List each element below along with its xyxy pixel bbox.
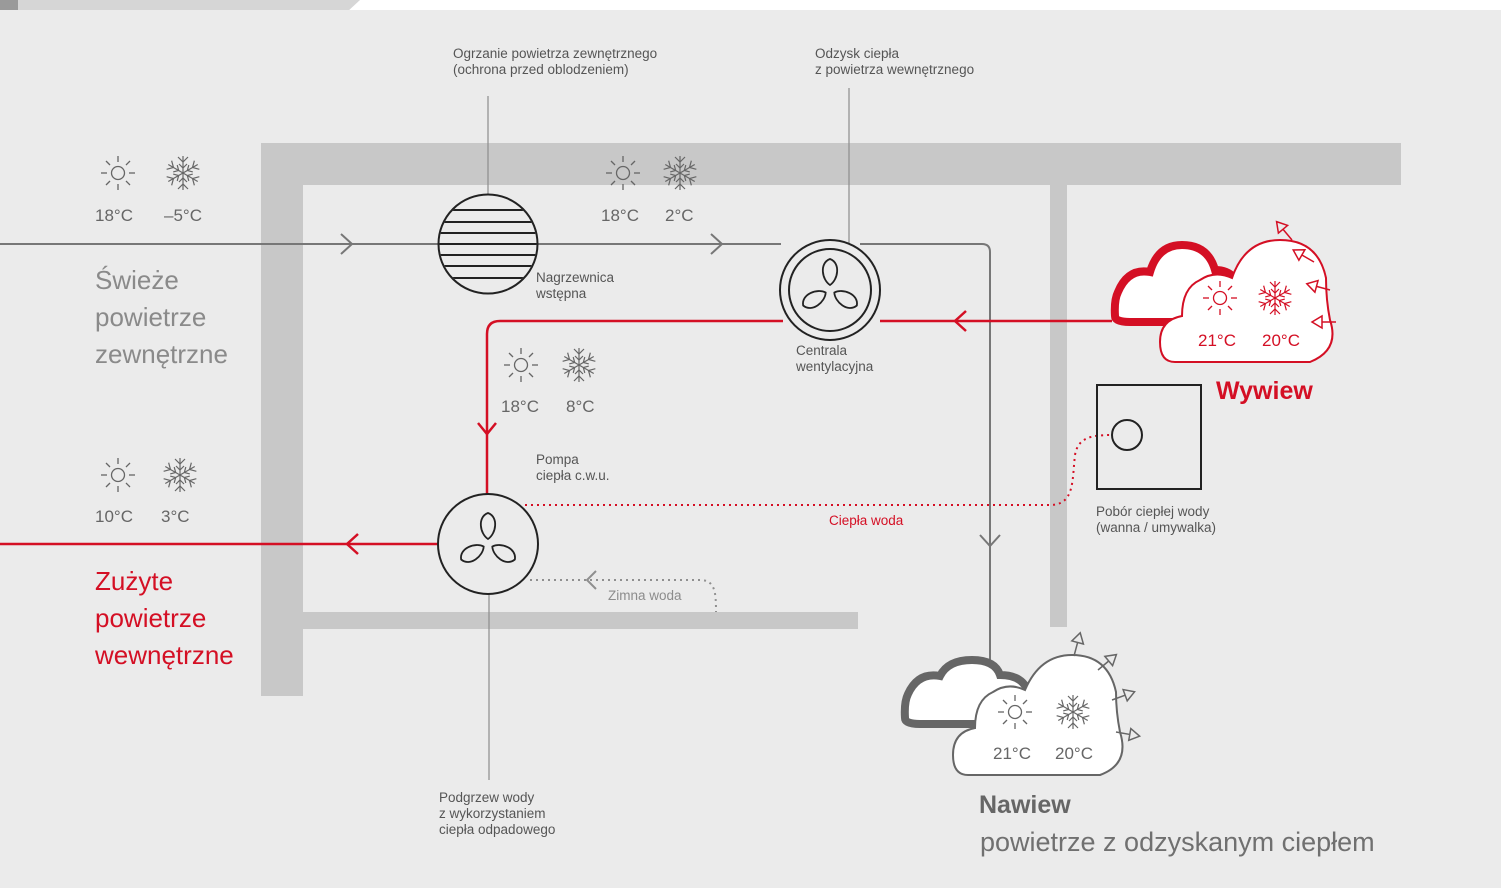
building-walls — [261, 143, 1401, 696]
temp-preheater-summer: 18°C — [601, 206, 639, 225]
sun-icon — [503, 347, 539, 383]
label-wywiew: Wywiew — [1216, 377, 1313, 405]
temp-supply-summer: 21°C — [993, 744, 1031, 763]
temp-preheater-winter: 2°C — [665, 206, 694, 225]
fresh-air-line — [0, 233, 781, 255]
label-nagrzewnica: Nagrzewnica wstępna — [536, 270, 615, 302]
label-zuzyte-powietrze: Zużyte powietrze wewnętrzne — [95, 566, 234, 670]
label-ciepla-woda: Ciepła woda — [829, 513, 904, 528]
label-swieze-powietrze: Świeże powietrze zewnętrzne — [95, 265, 228, 369]
supply-cloud-icon — [900, 653, 1124, 776]
heat-pump-fan-icon — [437, 493, 539, 595]
supply-air-line — [860, 243, 1001, 662]
top-band — [0, 0, 1501, 10]
extract-air-line — [0, 310, 1112, 555]
cold-water-line — [530, 570, 717, 613]
temp-outdoor-winter: –5°C — [164, 206, 202, 225]
temp-recovery-summer: 18°C — [501, 397, 539, 416]
label-zimna-woda: Zimna woda — [608, 588, 682, 603]
top-tab-marker — [0, 0, 18, 10]
extract-cloud-icon — [1110, 238, 1334, 363]
temp-recovery-winter: 8°C — [566, 397, 595, 416]
water-outlet-icon — [1096, 384, 1202, 490]
label-centrala: Centrala wentylacyjna — [796, 343, 874, 375]
sun-icon — [100, 155, 136, 191]
temp-extract-summer: 21°C — [1198, 331, 1236, 350]
temp-supply-winter: 20°C — [1055, 744, 1093, 763]
heater-coil-icon — [437, 193, 539, 295]
label-pompa: Pompa ciepła c.w.u. — [536, 452, 610, 484]
label-nawiew: Nawiew — [979, 791, 1071, 819]
label-ogrzanie: Ogrzanie powietrza zewnętrznego (ochrona… — [453, 46, 658, 78]
temp-outdoor-summer: 18°C — [95, 206, 133, 225]
top-tab — [0, 0, 360, 10]
label-pobor: Pobór ciepłej wody (wanna / umywalka) — [1096, 504, 1217, 536]
leader-lines — [487, 88, 850, 780]
snowflake-icon — [166, 156, 200, 190]
label-nawiew-subtitle: powietrze z odzyskanym ciepłem — [980, 827, 1375, 857]
snowflake-icon — [163, 458, 197, 492]
label-odzysk: Odzysk ciepła z powietrza wewnętrznego — [815, 46, 975, 78]
snowflake-icon — [562, 348, 596, 382]
hot-water-line — [525, 434, 1113, 506]
temp-exhaust-winter: 3°C — [161, 507, 190, 526]
label-podgrzew: Podgrzew wody z wykorzystaniem ciepła od… — [439, 790, 556, 838]
ventilation-unit-fan-icon — [779, 239, 881, 341]
temp-extract-winter: 20°C — [1262, 331, 1300, 350]
sun-icon — [100, 457, 136, 493]
temp-exhaust-summer: 10°C — [95, 507, 133, 526]
